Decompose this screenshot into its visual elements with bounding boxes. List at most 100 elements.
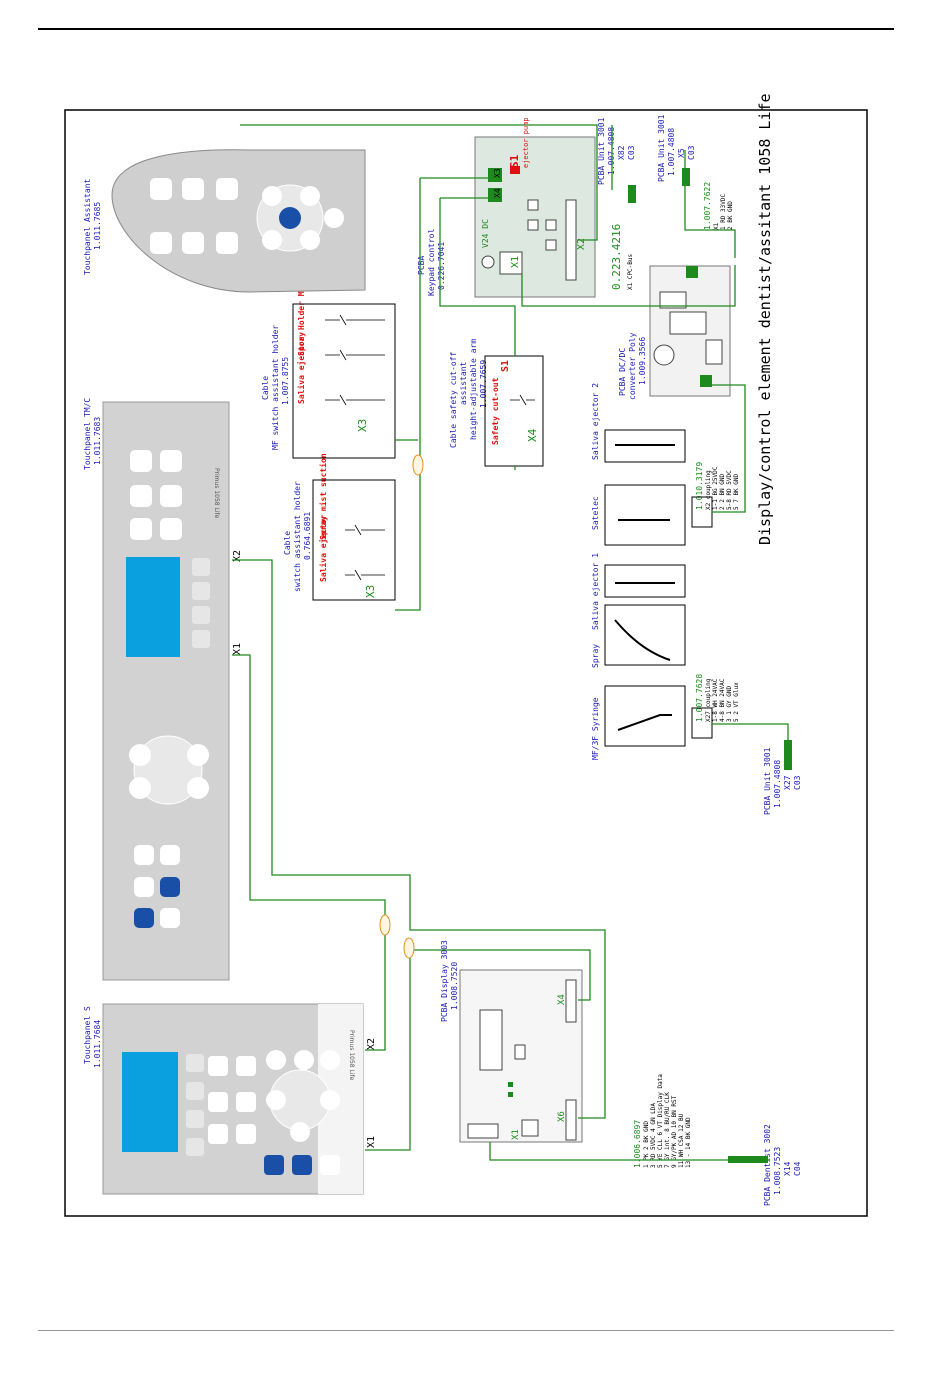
s-btn-2[interactable] [236,1056,256,1076]
cable-103179-l2: 1-1 BG 25VDC [712,466,719,510]
cable-17628-l2: 1-8 WH 24VAC [712,678,719,722]
tpa-btn-1[interactable] [150,178,172,200]
cable-mf-s3: Holder MF [297,286,306,330]
s-btn-5[interactable] [208,1124,228,1144]
cable-0223-sub: X1 CPC-Bus [627,253,634,290]
tmc-btn-7[interactable] [134,845,154,865]
keypad-x1-label: X1 [510,256,521,268]
tmc-btn-8[interactable] [134,877,154,897]
s-nav-4[interactable] [266,1090,286,1110]
tpa-btn-3[interactable] [182,178,204,200]
safety-s1: S1 [500,360,511,372]
cable-mf-s1: Saliva ejector [296,336,306,404]
tp-s-name: Touchpanel S [83,1006,92,1064]
s-btn-3[interactable] [208,1092,228,1112]
dentist-c: C04 [793,1161,802,1176]
cable-17628-l4: 3 1 GY GND [726,685,733,722]
s-nav-5[interactable] [320,1090,340,1110]
cable-mf-s2: Spray [297,332,306,356]
tmc-btn-6[interactable] [160,518,182,540]
tmc-btn-5[interactable] [160,485,182,507]
keypad-x3 [488,168,502,182]
cable-103179-l4: 5-8 RD 5VDC [726,470,733,510]
tpa-lp-button[interactable] [279,207,301,229]
keypad-x1 [499,251,523,275]
cable-mf-l1: Cable [261,376,270,400]
s-x2-label: X2 [366,1038,377,1050]
dentist-part: 1.008.7523 [773,1147,782,1195]
cable-103179-l5: 5 7 BK GND [733,473,740,510]
keypad-x4-label: X4 [493,188,502,198]
tpa-nav-3[interactable] [262,230,282,250]
tmc-nav-4[interactable] [187,777,209,799]
display-x6-label: X6 [557,1111,567,1122]
keypad-x2-label: X2 [576,238,587,250]
cable-sw-s2: Spray mist suction [318,453,328,540]
tmc-lp-button[interactable] [160,877,180,897]
tmc-btn-9[interactable] [160,845,180,865]
tpa-sp-button[interactable] [324,208,344,228]
instrument-satelec: Satelec [591,496,600,530]
tmc-btn-4[interactable] [160,450,182,472]
safety-l2: assistant [459,361,468,405]
instrument-satelec-box [604,484,686,546]
tmc-btn-2[interactable] [130,485,152,507]
tp-assistant-name: Touchpanel Assistant [83,178,92,275]
s-nav-2[interactable] [294,1050,314,1070]
unit-x5-c: C03 [687,145,696,160]
instrument-saliva-1: Saliva ejector 1 [591,553,600,630]
diagram-title: Display/control element dentist/assitant… [756,93,774,545]
tpa-btn-5[interactable] [216,178,238,200]
cable-103179-l1: X2 coupling [705,470,712,510]
s-nav-3[interactable] [320,1050,340,1070]
s-btn-6[interactable] [236,1124,256,1144]
s-x1-label: X1 [366,1136,377,1148]
tpa-btn-2[interactable] [150,232,172,254]
s-btn-4[interactable] [236,1092,256,1112]
tp-tmc-name: Touchpanel TM/C [83,398,92,470]
instrument-saliva-2: Saliva ejector 2 [591,383,600,460]
cable-mf-conn: X3 [356,419,369,432]
unit-x82-x: X82 [617,145,626,160]
unit-x5-part: 1.007.4808 [667,128,676,176]
tpa-btn-4[interactable] [182,232,204,254]
s-nav-6[interactable] [290,1122,310,1142]
cable-mf-box [292,303,396,459]
pcba-keypad [474,136,596,298]
tpa-nav-1[interactable] [262,186,282,206]
cable-16897-l4: 7 GY int. 8 BU/RU CLK [664,1092,671,1168]
instrument-spray: Spray [591,644,600,668]
s-nav-1[interactable] [266,1050,286,1070]
tpa-btn-6[interactable] [216,232,238,254]
tpa-nav-4[interactable] [300,230,320,250]
unit-x27-c: C03 [793,775,802,790]
safety-l1: Cable safety cut-off [449,351,458,448]
keypad-x3-label: X3 [493,168,502,178]
cable-sw-box [312,479,396,601]
syringe-coupling [691,707,713,739]
tmc-nav-1[interactable] [129,744,151,766]
safety-conn: X4 [526,428,539,442]
tmc-btn-1[interactable] [130,450,152,472]
tmc-btn-10[interactable] [160,908,180,928]
cable-16897-l1: 1 PK 2 BK GND [643,1121,650,1168]
tmc-nav-3[interactable] [187,744,209,766]
s-lp-button[interactable] [292,1155,312,1175]
cable-16897-l2: 3 RD 5VDC 4 GN LDA [650,1103,657,1168]
unit-x27-part: 1.007.4808 [773,760,782,808]
cable-16897-l3: 5 YE CLL 6 VT Display Data [657,1074,664,1168]
tmc-btn-3[interactable] [130,518,152,540]
cable-103179-part: 1.010.3179 [695,462,704,510]
tmc-nav-2[interactable] [129,777,151,799]
s-btn-1[interactable] [208,1056,228,1076]
s-sp-button[interactable] [264,1155,284,1175]
cable-17622-l1: X1 [713,222,720,230]
safety-box [484,355,544,467]
cable-16897-l7: 13 - 14 BK GND [685,1117,692,1168]
tpa-nav-2[interactable] [300,186,320,206]
s-btn-7[interactable] [320,1155,340,1175]
cable-103179-l3: 2 2 BN GND [719,473,726,510]
footer-rule [38,1330,894,1331]
touchpanel-s: Primus 1058 Life [102,1003,364,1195]
tmc-sp-button[interactable] [134,908,154,928]
